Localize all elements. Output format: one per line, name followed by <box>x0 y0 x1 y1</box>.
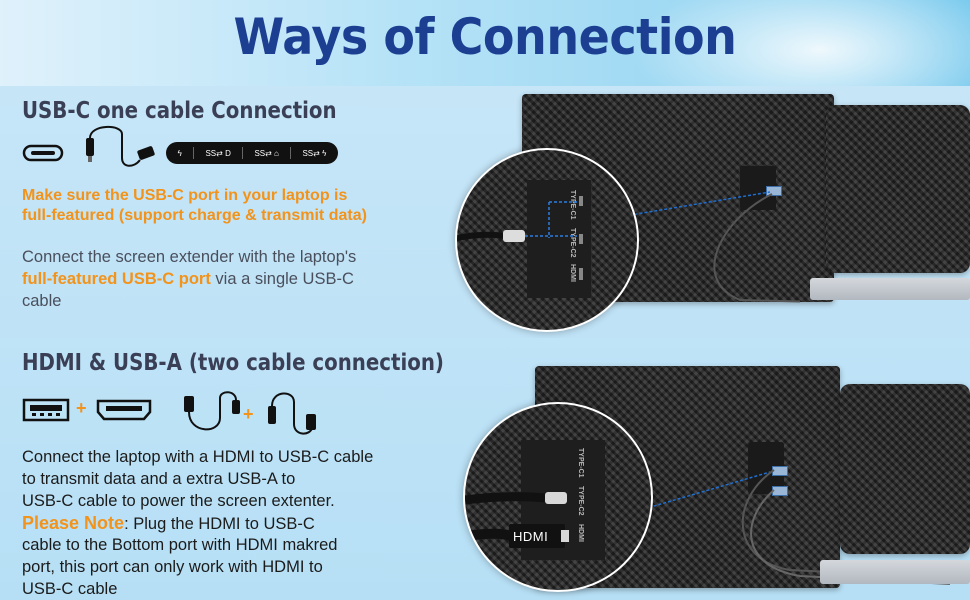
note-line1: Please Note: Plug the HDMI to USB-C <box>22 512 315 535</box>
usb-plug-1 <box>766 186 782 196</box>
hero-banner: Ways of Connection <box>0 0 970 86</box>
port-zoom-circle-1: TYPE-C1 TYPE-C2 HDMI <box>455 148 639 332</box>
usb-c-warning-line1: Make sure the USB-C port in your laptop … <box>22 187 348 204</box>
hdmi-plug-label: HDMI <box>513 529 549 544</box>
pill-item-display: SS⇄ D <box>205 148 231 158</box>
pill-divider <box>290 147 292 159</box>
usb-c-plug-zoom <box>457 201 577 242</box>
note-line2: cable to the Bottom port with HDMI makre… <box>22 536 338 554</box>
note-first: : Plug the HDMI to USB-C <box>124 515 315 533</box>
port-zoom-circle-2: TYPE-C1 TYPE-C2 HDMI HDMI <box>463 402 653 592</box>
laptop-base-1 <box>810 278 970 300</box>
usb-c-desc-line3: cable <box>22 292 62 310</box>
plus-sign-1: + <box>76 398 87 418</box>
cable-line-1 <box>600 191 800 303</box>
laptop-base-2 <box>820 560 970 584</box>
pill-divider <box>193 147 195 159</box>
port-label-typec2-2: TYPE-C2 <box>577 486 584 516</box>
port-label-hdmi: HDMI <box>569 264 576 282</box>
note-line3: port, this port can only work with HDMI … <box>22 558 323 576</box>
hdmi-port <box>579 268 583 280</box>
usb-c-desc-suffix: via a single USB-C <box>210 270 354 288</box>
port-label-typec1: TYPE-C1 <box>569 190 576 220</box>
usb-c-cable-icon <box>86 126 155 167</box>
port-label-hdmi-2: HDMI <box>577 524 584 542</box>
hdmi-desc-line2: to transmit data and a extra USB-A to <box>22 470 296 488</box>
laptop-mount-2 <box>840 384 970 554</box>
usb-c-feature-pill: ϟ SS⇄ D SS⇄ ⌂ SS⇄ ϟ <box>166 142 338 164</box>
note-label: Please Note <box>22 513 125 533</box>
hdmi-desc-line3: USB-C cable to power the screen extenter… <box>22 492 335 510</box>
hdmi-usba-heading: HDMI & USB-A (two cable connection) <box>22 350 444 376</box>
port-label-typec2: TYPE-C2 <box>569 228 576 258</box>
port-label-typec1-2: TYPE-C1 <box>577 448 584 478</box>
usb-c-heading: USB-C one cable Connection <box>22 98 337 124</box>
hero-glow <box>630 0 970 86</box>
pill-item-power: SS⇄ ϟ <box>302 148 327 158</box>
plus-sign-2: + <box>243 404 254 424</box>
lightning-icon: ϟ <box>177 148 182 158</box>
usb-c-desc-highlight: full-featured USB-C port <box>22 270 211 288</box>
usb-a-port-icon <box>22 398 70 422</box>
hdmi-port-icon <box>96 399 152 421</box>
plugs-zoom <box>465 492 569 548</box>
laptop-mount-1 <box>826 105 970 273</box>
hdmi-cable-icon <box>184 391 240 431</box>
typec2-port <box>579 234 583 244</box>
pill-divider <box>242 147 244 159</box>
pill-item-data: SS⇄ ⌂ <box>254 148 279 158</box>
typec1-port <box>579 196 583 206</box>
usb-c-port-icon <box>22 144 64 162</box>
usb-c-desc-line2: full-featured USB-C port via a single US… <box>22 268 354 290</box>
hdmi-desc-line1: Connect the laptop with a HDMI to USB-C … <box>22 448 374 466</box>
usb-c-warning-line2: full-featured (support charge & transmit… <box>22 207 367 224</box>
usb-a-cable-icon <box>268 392 316 435</box>
note-line4: USB-C cable <box>22 580 118 598</box>
usb-c-desc-line1: Connect the screen extender with the lap… <box>22 248 357 266</box>
page-title: Ways of Connection <box>233 8 737 66</box>
